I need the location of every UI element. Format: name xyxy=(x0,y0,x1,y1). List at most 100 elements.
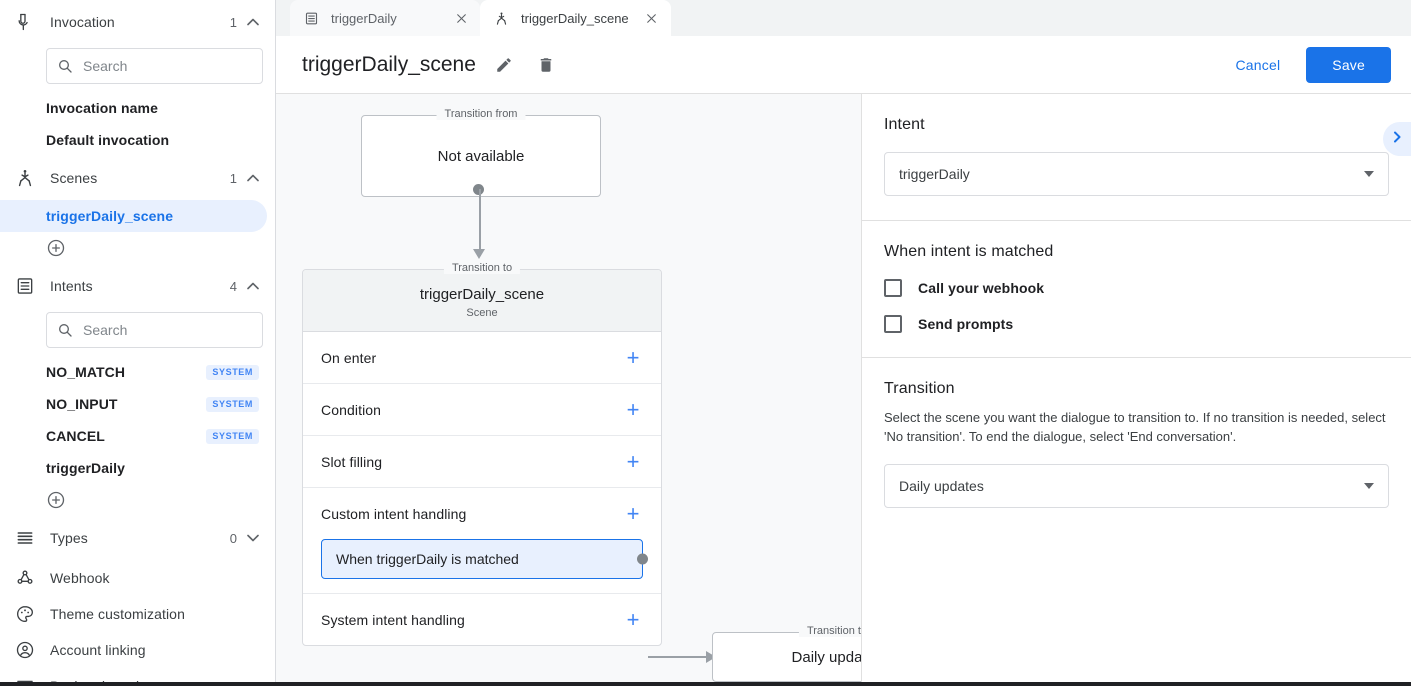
add-slot-filling-button[interactable]: + xyxy=(626,448,640,474)
sidebar-section-intents-count: 4 xyxy=(229,278,237,294)
connector-dot xyxy=(473,184,484,195)
sidebar-item-triggerdaily-scene-label: triggerDaily_scene xyxy=(46,208,174,224)
intent-select[interactable]: triggerDaily xyxy=(884,152,1389,196)
intent-heading: Intent xyxy=(884,116,925,133)
intents-search-input[interactable] xyxy=(83,322,252,338)
scene-row-slot-filling: Slot filling + xyxy=(303,436,661,488)
sidebar-item-cancel[interactable]: CANCEL SYSTEM xyxy=(0,420,275,452)
scene-row-system-intent-handling-label: System intent handling xyxy=(321,611,465,628)
scene-row-on-enter-label: On enter xyxy=(321,349,377,366)
sidebar-section-scenes-count: 1 xyxy=(229,170,237,186)
search-icon xyxy=(57,322,73,338)
close-icon[interactable] xyxy=(643,9,661,27)
cancel-button[interactable]: Cancel xyxy=(1224,49,1293,81)
add-system-intent-handling-button[interactable]: + xyxy=(626,606,640,632)
chevron-up-icon[interactable] xyxy=(247,172,259,184)
sidebar-section-invocation-label: Invocation xyxy=(50,14,115,30)
scene-card-title: triggerDaily_scene xyxy=(419,286,545,303)
sidebar-item-no-match-label: NO_MATCH xyxy=(46,364,126,380)
scene-card-header: triggerDaily_scene Scene xyxy=(303,270,661,332)
account-circle-icon xyxy=(14,639,36,661)
sidebar-section-intents[interactable]: Intents 4 xyxy=(0,264,275,308)
handler-output-port xyxy=(637,553,648,565)
sidebar-item-account-linking-label: Account linking xyxy=(50,642,146,658)
transition-from-node[interactable]: Transition from Not available xyxy=(361,108,601,197)
sidebar-section-invocation[interactable]: Invocation 1 xyxy=(0,0,275,44)
sidebar-item-default-invocation-label: Default invocation xyxy=(46,132,170,148)
sidebar-item-theme-customization[interactable]: Theme customization xyxy=(0,596,275,632)
chevron-down-icon xyxy=(1364,483,1374,489)
sidebar-section-scenes[interactable]: Scenes 1 xyxy=(0,156,275,200)
transition-select-value: Daily updates xyxy=(899,478,984,494)
microphone-icon xyxy=(14,11,36,33)
sidebar-item-invocation-name[interactable]: Invocation name xyxy=(0,92,275,124)
chevron-right-icon xyxy=(1391,130,1403,149)
panel-section-when-intent-matched: When intent is matched Call your webhook… xyxy=(862,221,1411,358)
palette-icon xyxy=(14,603,36,625)
invocation-search-box[interactable] xyxy=(46,48,263,84)
sidebar-section-types[interactable]: Types 0 xyxy=(0,516,275,560)
invocation-search-input[interactable] xyxy=(83,58,252,74)
status-badge: SYSTEM xyxy=(206,364,259,380)
call-your-webhook-checkbox[interactable] xyxy=(884,279,902,297)
add-circle-icon[interactable] xyxy=(46,238,66,258)
sidebar-item-triggerdaily-scene[interactable]: triggerDaily_scene xyxy=(0,200,267,232)
transition-from-text: Not available xyxy=(437,147,525,165)
sidebar-item-webhook[interactable]: Webhook xyxy=(0,560,275,596)
save-button[interactable]: Save xyxy=(1306,46,1391,83)
tab-triggerdaily-scene[interactable]: triggerDaily_scene xyxy=(480,0,671,36)
sidebar-section-scenes-label: Scenes xyxy=(50,170,98,186)
add-custom-intent-handling-button[interactable]: + xyxy=(626,500,640,526)
sidebar-section-intents-label: Intents xyxy=(50,278,93,294)
scene-row-on-enter: On enter + xyxy=(303,332,661,384)
checkbox-row-call-your-webhook[interactable]: Call your webhook xyxy=(884,279,1389,297)
invocation-search-wrap xyxy=(0,44,275,92)
scene-fork-icon xyxy=(494,11,509,26)
trash-icon[interactable] xyxy=(532,51,560,79)
panel-collapse-button[interactable] xyxy=(1383,122,1411,156)
sidebar-item-no-input-label: NO_INPUT xyxy=(46,396,118,412)
chevron-up-icon[interactable] xyxy=(247,16,259,28)
chevron-up-icon[interactable] xyxy=(247,280,259,292)
status-badge: SYSTEM xyxy=(206,428,259,444)
left-sidebar: Invocation 1 Invocation name Default inv… xyxy=(0,0,276,686)
add-circle-icon[interactable] xyxy=(46,490,66,510)
transition-select[interactable]: Daily updates xyxy=(884,464,1389,508)
intents-search-wrap xyxy=(0,308,275,356)
pencil-icon[interactable] xyxy=(490,51,518,79)
sidebar-item-no-input[interactable]: NO_INPUT SYSTEM xyxy=(0,388,275,420)
main-content: triggerDaily triggerDaily_scene xyxy=(276,0,1411,686)
checkbox-row-send-prompts[interactable]: Send prompts xyxy=(884,315,1389,333)
when-intent-matched-heading: When intent is matched xyxy=(884,243,1054,260)
tab-triggerdaily[interactable]: triggerDaily xyxy=(290,0,480,36)
tab-strip: triggerDaily triggerDaily_scene xyxy=(276,0,1411,36)
connector-line-horizontal xyxy=(648,656,708,658)
sidebar-item-triggerdaily[interactable]: triggerDaily xyxy=(0,452,275,484)
scene-card[interactable]: Transition to triggerDaily_scene Scene O… xyxy=(302,262,662,646)
intent-handler-chip[interactable]: When triggerDaily is matched xyxy=(321,539,648,579)
scene-row-custom-intent-handling-label: Custom intent handling xyxy=(321,505,467,522)
transition-heading: Transition xyxy=(884,380,955,397)
scene-row-condition: Condition + xyxy=(303,384,661,436)
transition-to-legend: Transition to xyxy=(443,262,521,274)
sidebar-section-invocation-count: 1 xyxy=(229,14,237,30)
sidebar-item-cancel-label: CANCEL xyxy=(46,428,105,444)
chevron-down-icon[interactable] xyxy=(247,532,259,544)
send-prompts-checkbox[interactable] xyxy=(884,315,902,333)
scene-graph-canvas[interactable]: Transition from Not available Transition… xyxy=(276,94,862,686)
chevron-down-icon xyxy=(1364,171,1374,177)
add-on-enter-button[interactable]: + xyxy=(626,344,640,370)
sidebar-item-no-match[interactable]: NO_MATCH SYSTEM xyxy=(0,356,275,388)
transition-target-text: Daily updates xyxy=(791,648,862,666)
transition-target-node[interactable]: Transition to Daily updates xyxy=(712,625,862,682)
intents-search-box[interactable] xyxy=(46,312,263,348)
connector-arrow-down xyxy=(473,249,485,259)
connector-arrow-right xyxy=(706,651,716,663)
sidebar-item-invocation-name-label: Invocation name xyxy=(46,100,158,116)
sidebar-item-default-invocation[interactable]: Default invocation xyxy=(0,124,275,156)
webhook-nodes-icon xyxy=(14,567,36,589)
close-icon[interactable] xyxy=(452,9,470,27)
sidebar-item-account-linking[interactable]: Account linking xyxy=(0,632,275,668)
add-condition-button[interactable]: + xyxy=(626,396,640,422)
